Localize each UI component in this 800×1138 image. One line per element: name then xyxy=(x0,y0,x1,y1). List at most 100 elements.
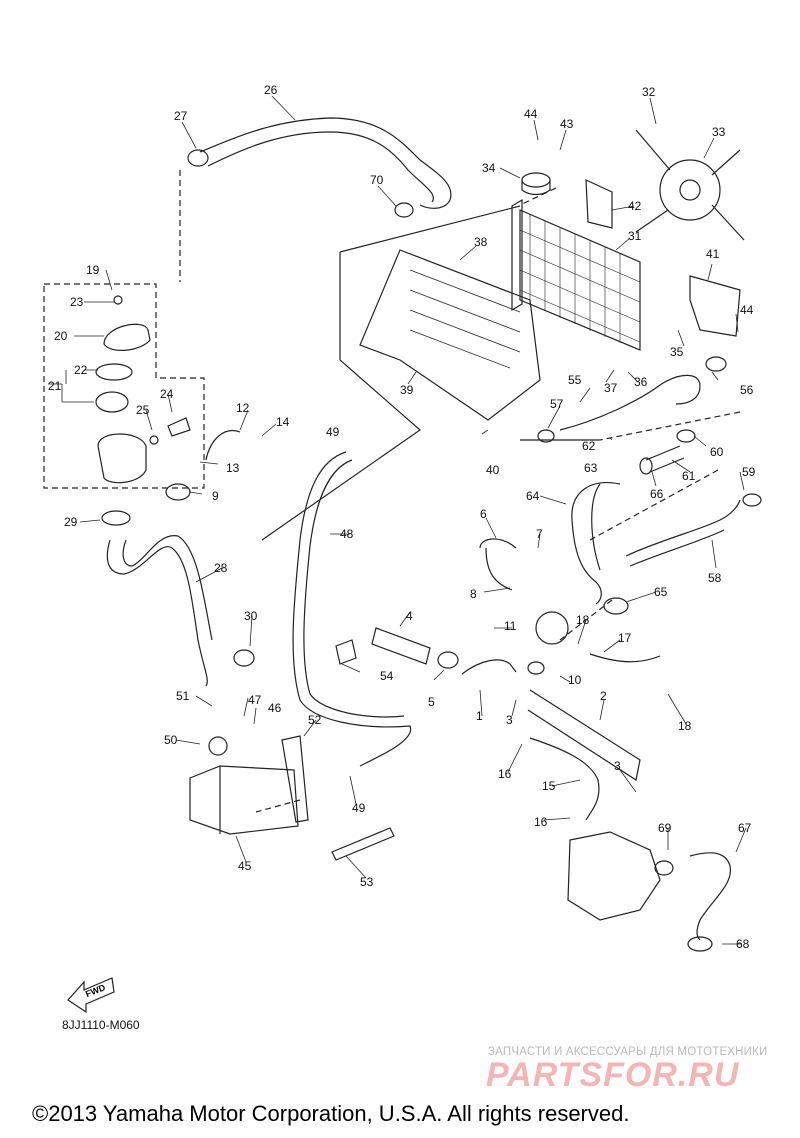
part-label: 43 xyxy=(560,117,574,131)
part-label: 3 xyxy=(506,713,513,727)
part-label: 1 xyxy=(476,709,483,723)
bleed-bolt xyxy=(113,295,123,305)
part-label: 13 xyxy=(226,461,240,475)
upper-hose xyxy=(199,117,452,209)
part-label: 65 xyxy=(654,585,668,599)
part-label: 52 xyxy=(308,713,322,727)
thermostat-group-box xyxy=(43,283,205,489)
radiator-tank xyxy=(511,198,523,312)
hose-clamp xyxy=(654,860,674,876)
hose-clamp xyxy=(101,510,131,526)
hose xyxy=(529,737,600,821)
hose xyxy=(479,538,517,591)
thermostat-housing xyxy=(97,433,147,484)
hose xyxy=(371,627,431,665)
hose-clamp xyxy=(742,493,762,507)
part-label: 25 xyxy=(136,403,150,417)
part-label: 9 xyxy=(212,489,219,503)
part-label: 27 xyxy=(174,109,188,123)
part-label: 64 xyxy=(526,489,540,503)
radiator-core xyxy=(519,209,641,351)
part-label: 44 xyxy=(524,107,538,121)
hose-clamp xyxy=(394,202,414,218)
hose-clamp xyxy=(705,356,727,372)
part-label: 4 xyxy=(406,609,413,623)
part-label: 16 xyxy=(534,815,548,829)
watermark-tagline: ЗАПЧАСТИ И АКСЕССУАРЫ ДЛЯ МОТОТЕХНИКИ xyxy=(488,1046,768,1058)
part-label: 37 xyxy=(604,381,618,395)
fwd-arrow-icon xyxy=(67,977,115,1014)
part-label: 45 xyxy=(238,859,252,873)
joint-pipe xyxy=(645,445,685,473)
part-label: 3 xyxy=(614,759,621,773)
radiator-grid xyxy=(519,214,641,343)
part-label: 49 xyxy=(326,425,340,439)
reservoir-tank xyxy=(189,765,299,835)
water-pump-housing xyxy=(567,831,661,921)
part-label: 24 xyxy=(160,387,174,401)
part-label: 6 xyxy=(480,507,487,521)
o-ring xyxy=(95,363,133,381)
part-label: 29 xyxy=(64,515,78,529)
section-outline xyxy=(261,205,600,541)
cooling-fan xyxy=(659,159,721,221)
part-label: 51 xyxy=(176,689,190,703)
lower-hose xyxy=(106,539,208,687)
part-label: 32 xyxy=(642,85,656,99)
part-label: 11 xyxy=(504,619,517,633)
part-label: 17 xyxy=(618,631,632,645)
reference-line xyxy=(589,469,719,541)
part-label: 60 xyxy=(710,445,724,459)
part-label: 18 xyxy=(576,613,590,627)
radiator-cap xyxy=(521,172,551,188)
part-label: 48 xyxy=(340,527,354,541)
part-label: 55 xyxy=(568,373,582,387)
hose-clamp xyxy=(687,936,713,952)
reference-line xyxy=(519,187,557,206)
part-label: 67 xyxy=(738,821,752,835)
radiator-cover xyxy=(359,249,541,421)
diagram-code: 8JJ1110-M060 xyxy=(62,1018,140,1032)
tank-band xyxy=(331,827,395,861)
part-label: 53 xyxy=(360,875,374,889)
watermark-logo: PARTSFOR.RU xyxy=(486,1056,740,1094)
copyright-notice: ©2013 Yamaha Motor Corporation, U.S.A. A… xyxy=(32,1101,630,1126)
part-label: 59 xyxy=(742,465,756,479)
part-label: 31 xyxy=(628,229,642,243)
hose xyxy=(589,653,661,663)
hose-clamp xyxy=(676,429,696,443)
water-pipe xyxy=(527,689,641,781)
o-ring xyxy=(527,661,545,675)
part-label: 42 xyxy=(628,199,642,213)
part-label: 68 xyxy=(736,937,750,951)
hose xyxy=(571,482,621,605)
part-label: 8 xyxy=(470,587,477,601)
part-label: 12 xyxy=(236,401,250,415)
part-label: 15 xyxy=(542,779,556,793)
hose-clip xyxy=(335,639,357,665)
hose xyxy=(625,499,741,557)
part-label: 41 xyxy=(706,247,720,261)
bracket xyxy=(689,275,741,337)
part-label: 56 xyxy=(740,383,754,397)
part-label: 50 xyxy=(164,733,178,747)
part-label: 23 xyxy=(70,295,84,309)
bracket xyxy=(585,179,613,229)
water-pipe xyxy=(461,659,517,675)
temp-sensor xyxy=(167,417,191,437)
part-label: 57 xyxy=(550,397,564,411)
hose xyxy=(689,852,732,941)
hose-clamp xyxy=(165,483,191,501)
part-label: 63 xyxy=(584,461,598,475)
part-label: 62 xyxy=(582,439,596,453)
hose-clamp xyxy=(187,149,209,167)
part-label: 7 xyxy=(536,527,543,541)
part-label: 26 xyxy=(264,83,278,97)
part-label: 5 xyxy=(428,695,435,709)
part-label: 33 xyxy=(712,125,726,139)
part-label: 54 xyxy=(380,669,394,683)
part-label: 66 xyxy=(650,487,664,501)
thermostat xyxy=(95,391,129,413)
pump-cover xyxy=(535,611,569,645)
